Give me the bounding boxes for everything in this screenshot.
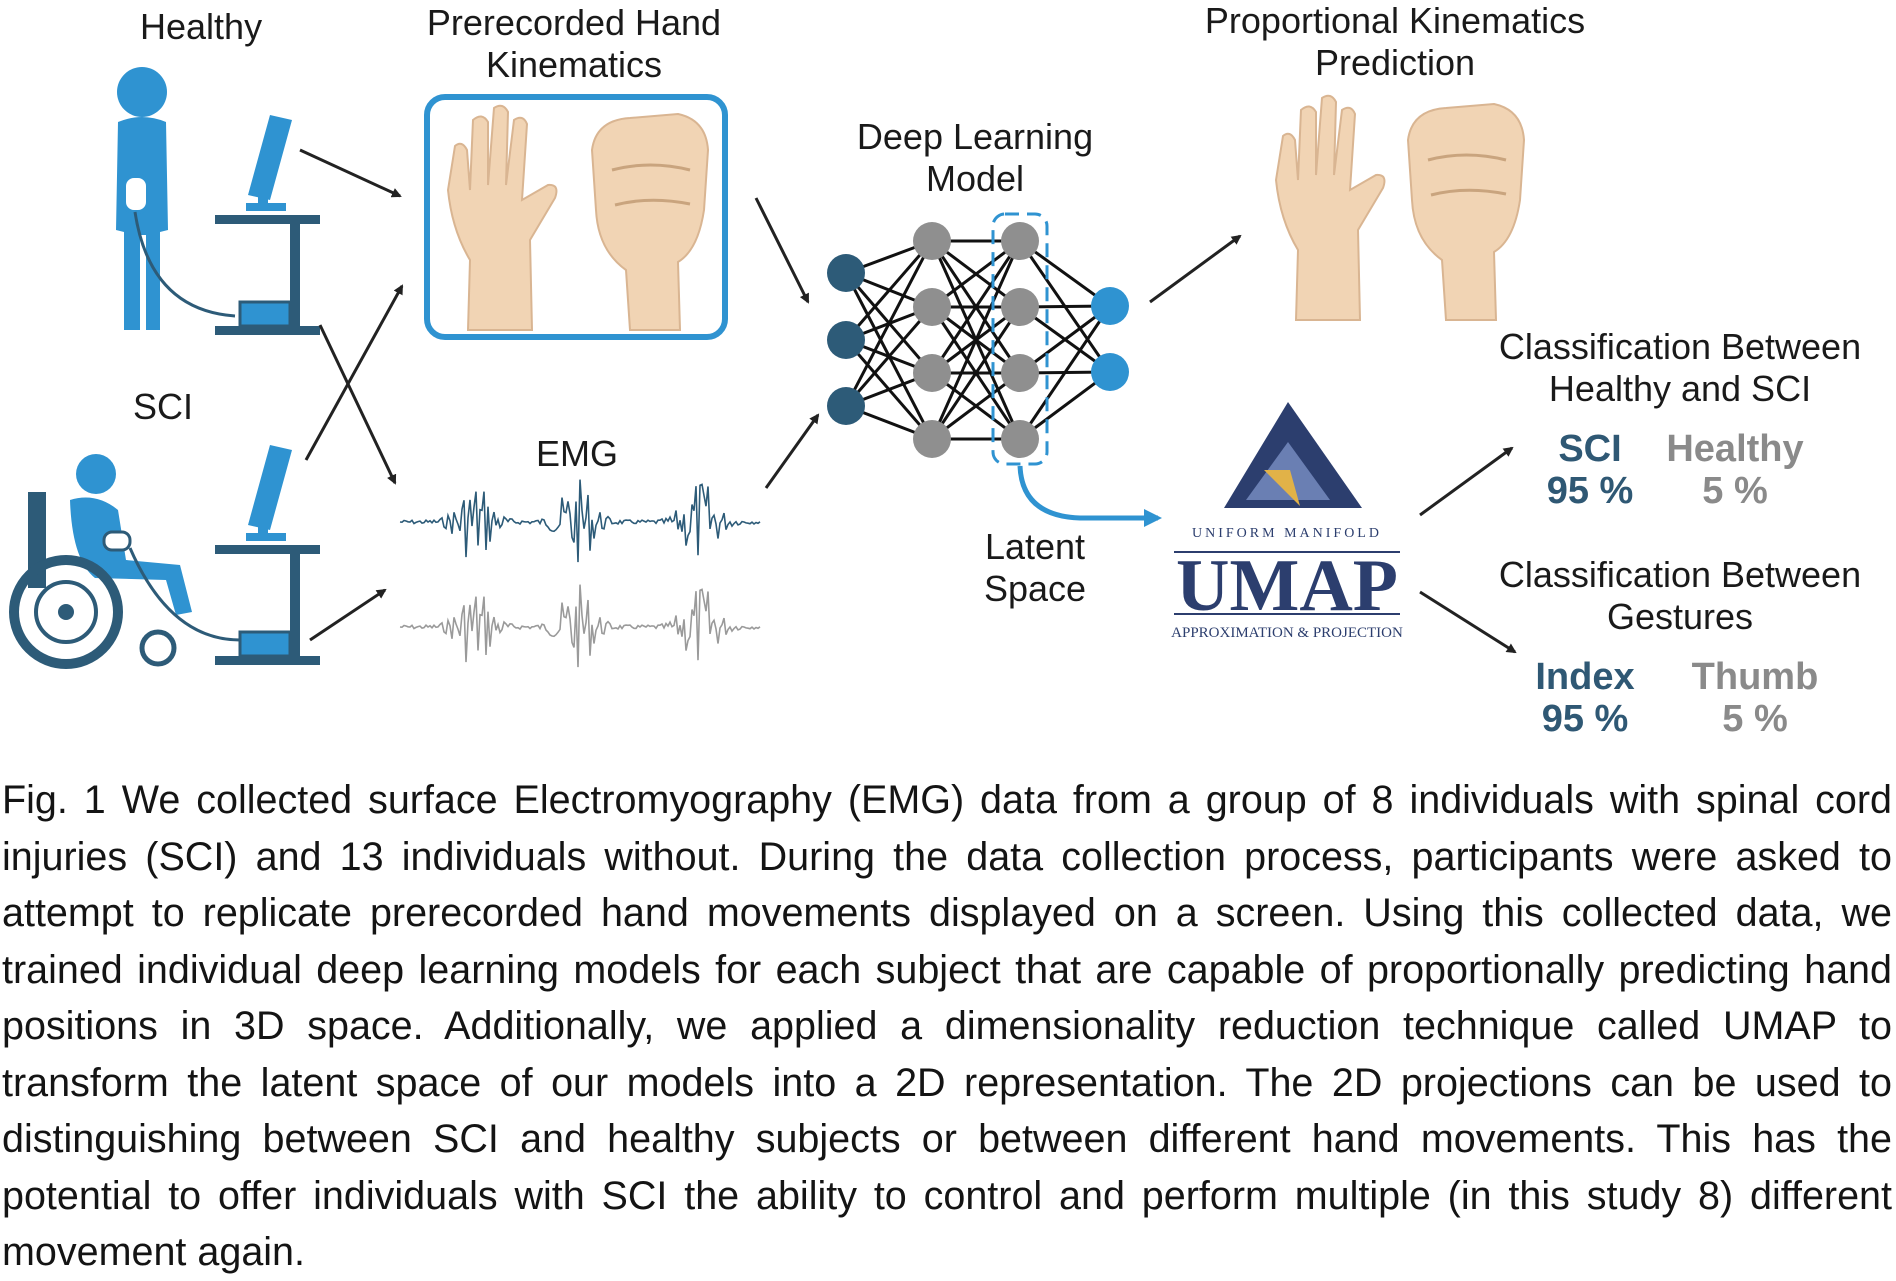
caption-label: Fig. 1 xyxy=(2,778,106,822)
sci-wheelchair-person-icon xyxy=(9,454,241,669)
umap-main-text: UMAP xyxy=(1176,545,1398,627)
classification-sci-title: Classification Between Healthy and SCI xyxy=(1460,326,1896,410)
emg-trace xyxy=(399,479,761,563)
result-thumb-name: Thumb xyxy=(1691,656,1819,698)
sci-label: SCI xyxy=(133,386,194,427)
network-node xyxy=(827,254,865,292)
result-sci-value: 95 % xyxy=(1546,470,1634,512)
network-node xyxy=(827,387,865,425)
monitor-desk-sci-icon xyxy=(215,445,320,665)
result-healthy-name: Healthy xyxy=(1666,428,1804,470)
network-node xyxy=(913,288,951,326)
network-node xyxy=(1001,354,1039,392)
result-healthy: Healthy 5 % xyxy=(1660,428,1810,512)
emg-signal-gray xyxy=(399,584,761,668)
network-node xyxy=(1091,353,1129,391)
emg-signal-blue xyxy=(399,479,761,563)
network-edge xyxy=(930,306,1022,440)
result-index: Index 95 % xyxy=(1520,656,1650,740)
proportional-title-line2: Prediction xyxy=(1314,42,1476,83)
predicted-fist-icon xyxy=(1406,102,1526,321)
network-edge xyxy=(1018,305,1112,440)
network-node xyxy=(1091,287,1129,325)
latent-space-line1: Latent xyxy=(984,526,1086,567)
monitor-desk-icon xyxy=(215,115,320,335)
prerecorded-title-line1: Prerecorded Hand xyxy=(426,2,722,43)
latent-space-label: Latent Space xyxy=(960,526,1110,610)
network-edge xyxy=(844,240,934,407)
latent-to-umap-arrow xyxy=(1017,465,1162,527)
result-sci: SCI 95 % xyxy=(1530,428,1650,512)
network-edge xyxy=(930,240,1022,374)
umap-logo: UNIFORM MANIFOLD UMAP APPROXIMATION & PR… xyxy=(1171,402,1403,641)
classification-gestures-line2: Gestures xyxy=(1606,596,1754,637)
network-node xyxy=(1001,288,1039,326)
network-node xyxy=(913,222,951,260)
network-edge xyxy=(930,240,1022,440)
fist-icon xyxy=(590,112,710,331)
network-edge xyxy=(844,306,934,407)
classification-sci-line1: Classification Between xyxy=(1498,326,1862,367)
network-node xyxy=(1001,420,1039,458)
network-edge xyxy=(844,240,934,341)
network-nodes xyxy=(827,222,1129,458)
result-thumb-value: 5 % xyxy=(1722,698,1788,740)
proportional-title: Proportional Kinematics Prediction xyxy=(1150,0,1640,84)
classification-gestures-line1: Classification Between xyxy=(1498,554,1862,595)
deep-learning-title-line2: Model xyxy=(925,158,1025,199)
network-node xyxy=(827,321,865,359)
classification-sci-line2: Healthy and SCI xyxy=(1548,368,1812,409)
deep-learning-title-line1: Deep Learning xyxy=(856,116,1094,157)
result-index-name: Index xyxy=(1535,656,1635,698)
umap-bottom-text: APPROXIMATION & PROJECTION xyxy=(1171,625,1403,641)
emg-trace xyxy=(399,584,761,668)
latent-space-line2: Space xyxy=(983,568,1087,609)
result-healthy-value: 5 % xyxy=(1702,470,1768,512)
latent-layer-box xyxy=(991,212,1049,466)
predicted-open-hand-icon xyxy=(1274,94,1386,321)
prerecorded-title-line2: Kinematics xyxy=(485,44,663,85)
network-edges xyxy=(844,239,1112,441)
network-node xyxy=(913,420,951,458)
umap-top-text: UNIFORM MANIFOLD xyxy=(1192,526,1382,541)
classification-gestures-title: Classification Between Gestures xyxy=(1460,554,1896,638)
proportional-title-line1: Proportional Kinematics xyxy=(1204,0,1586,41)
prerecorded-box xyxy=(424,94,728,340)
network-node xyxy=(1001,222,1039,260)
figure-graphics: UNIFORM MANIFOLD UMAP APPROXIMATION & PR… xyxy=(9,67,1526,669)
healthy-person-icon xyxy=(116,67,236,330)
result-index-value: 95 % xyxy=(1541,698,1629,740)
emg-label: EMG xyxy=(536,433,619,474)
caption-text: We collected surface Electromyography (E… xyxy=(2,778,1892,1274)
overview-figure: UNIFORM MANIFOLD UMAP APPROXIMATION & PR… xyxy=(9,0,1896,740)
deep-learning-title: Deep Learning Model xyxy=(830,116,1120,200)
network-node xyxy=(913,354,951,392)
prerecorded-title: Prerecorded Hand Kinematics xyxy=(414,2,734,86)
result-thumb: Thumb 5 % xyxy=(1680,656,1830,740)
open-hand-icon xyxy=(446,104,558,331)
result-sci-name: SCI xyxy=(1558,428,1622,470)
healthy-label: Healthy xyxy=(140,6,263,47)
